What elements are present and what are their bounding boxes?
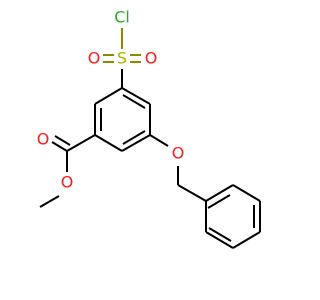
ether-oxygen-label: O — [172, 144, 185, 163]
methylene-to-phenyl-bond — [177, 184, 207, 202]
bonds — [39, 28, 261, 249]
carbonyl-double-bond-a — [51, 141, 68, 152]
sulfur-label: S — [117, 49, 127, 68]
ester-oxygen-to-methyl-bond — [39, 195, 60, 208]
atom-labels: Cl S O O O O O — [37, 8, 185, 192]
sulfonyl-oxygen-left-label: O — [88, 49, 101, 68]
ring-bond-3-inner — [122, 130, 146, 145]
phenyl-bond-1 — [205, 184, 234, 202]
phenyl-bond-2 — [232, 184, 261, 202]
ester-oxygen-label: O — [61, 173, 74, 192]
structure-canvas: Cl S O O O O O — [37, 8, 261, 249]
phenyl-bond-1-inner — [207, 194, 231, 209]
phenyl-bond-5-inner — [208, 227, 232, 242]
chlorine-label: Cl — [114, 8, 130, 27]
ring-bond-1-inner — [122, 94, 146, 109]
carbonyl-oxygen-label: O — [37, 130, 50, 149]
phenyl-bond-5 — [205, 231, 234, 249]
ring-to-carbonyl-bond — [66, 134, 96, 152]
ring-bond-1 — [121, 87, 151, 105]
sulfonyl-oxygen-right-label: O — [145, 49, 158, 68]
chemical-structure-diagram: Cl S O O O O O — [37, 8, 261, 249]
ring-to-ether-oxygen-bond — [149, 134, 169, 147]
ring-bond-6 — [94, 87, 123, 105]
ring-bond-3 — [121, 134, 151, 152]
carbonyl-double-bond-b — [54, 135, 71, 146]
phenyl-bond-4 — [232, 231, 261, 249]
ring-bond-4 — [94, 134, 123, 152]
